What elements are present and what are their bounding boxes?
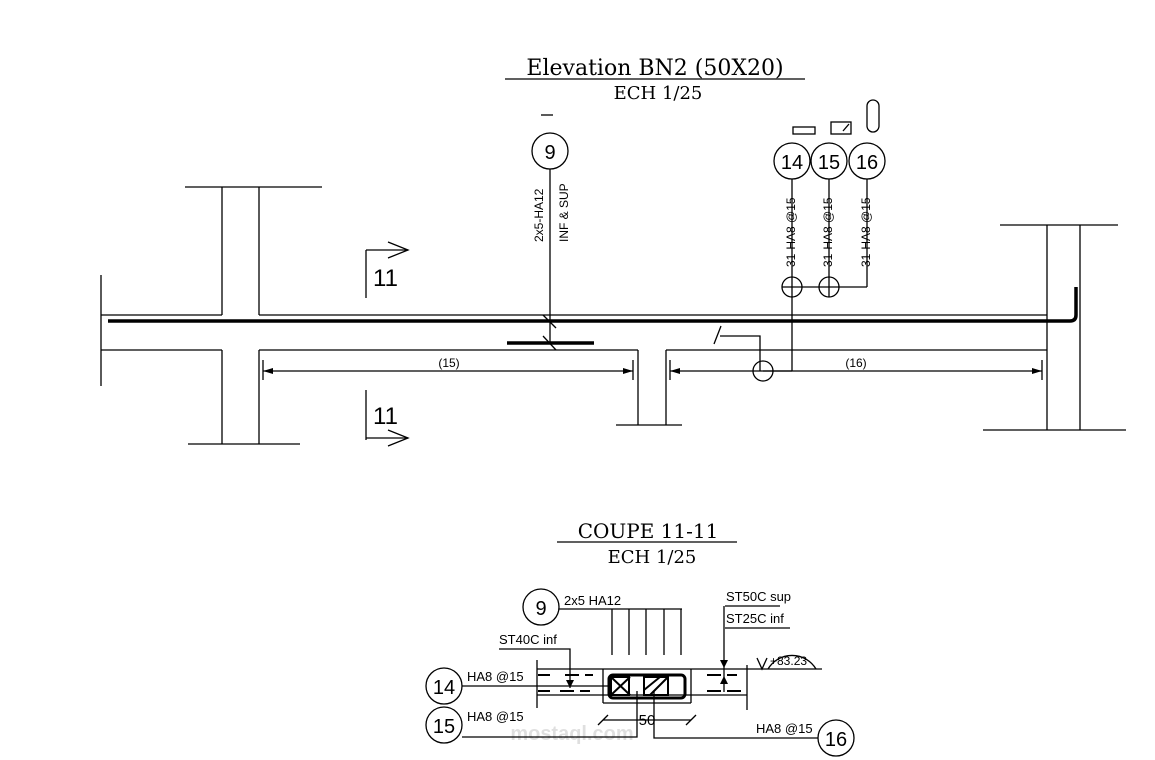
main-rebar [108, 287, 1078, 323]
span-dimension-16: (16) [669, 356, 1043, 380]
svg-text:(16): (16) [845, 356, 866, 370]
beam-outline [101, 314, 1047, 351]
svg-text:11: 11 [373, 403, 398, 430]
svg-text:15: 15 [818, 152, 840, 174]
svg-text:31-HA8 @15: 31-HA8 @15 [859, 197, 873, 267]
section-title: COUPE 11-11 [578, 519, 719, 543]
svg-text:9: 9 [544, 142, 555, 164]
right-column [983, 224, 1126, 431]
svg-text:HA8 @15: HA8 @15 [467, 709, 524, 724]
watermark: mostaql.com [510, 723, 633, 745]
svg-text:+83.23: +83.23 [770, 654, 807, 668]
callout-9: 9 2x5-HA12 INF & SUP [531, 114, 571, 343]
elevation-title: Elevation BN2 (50X20) [526, 56, 783, 81]
label-st40: ST40C inf [499, 632, 574, 688]
section-slab [536, 660, 822, 710]
callout-15-section: 15 HA8 @15 [425, 691, 638, 744]
callout-14-section: 14 HA8 @15 [425, 667, 611, 705]
svg-text:31-HA8 @15: 31-HA8 @15 [784, 197, 798, 267]
section-marker-top: 11 [365, 241, 410, 298]
svg-text:INF & SUP: INF & SUP [557, 183, 571, 242]
svg-text:9: 9 [535, 598, 546, 620]
svg-text:ST25C inf: ST25C inf [726, 611, 784, 626]
callout-15: 15 31-HA8 @15 [810, 142, 848, 297]
left-column [185, 186, 322, 445]
section-marker-bottom: 11 [365, 390, 410, 447]
label-st50-st25: ST50C sup ST25C inf [720, 589, 791, 692]
callout-16-section: 16 HA8 @15 [653, 691, 855, 757]
svg-text:16: 16 [856, 152, 878, 174]
svg-text:15: 15 [433, 716, 455, 738]
svg-text:31-HA8 @15: 31-HA8 @15 [821, 197, 835, 267]
svg-text:(15): (15) [438, 356, 459, 370]
callout-16: 16 31-HA8 @15 [848, 142, 886, 287]
stirrup-leaders [713, 276, 867, 382]
svg-text:HA8 @15: HA8 @15 [467, 669, 524, 684]
svg-text:2x5-HA12: 2x5-HA12 [532, 188, 546, 242]
svg-text:14: 14 [781, 152, 803, 174]
stirrup-shapes [792, 99, 880, 135]
svg-text:11: 11 [373, 265, 398, 292]
callout-14: 14 31-HA8 @15 [773, 142, 811, 371]
callout-9-section: 9 2x5 HA12 [522, 588, 682, 655]
span-dimension-15: (15) [262, 356, 634, 380]
level-marker: +83.23 [756, 654, 817, 671]
svg-text:50: 50 [639, 712, 656, 729]
section-width-dimension: 50 [597, 712, 697, 729]
svg-text:2x5 HA12: 2x5 HA12 [564, 593, 621, 608]
svg-text:14: 14 [433, 677, 455, 699]
elevation-scale: ECH 1/25 [614, 83, 703, 104]
middle-support [616, 350, 682, 426]
section-scale: ECH 1/25 [608, 547, 697, 568]
svg-text:ST50C sup: ST50C sup [726, 589, 791, 604]
svg-text:16: 16 [825, 729, 847, 751]
svg-text:ST40C inf: ST40C inf [499, 632, 557, 647]
svg-text:HA8 @15: HA8 @15 [756, 721, 813, 736]
